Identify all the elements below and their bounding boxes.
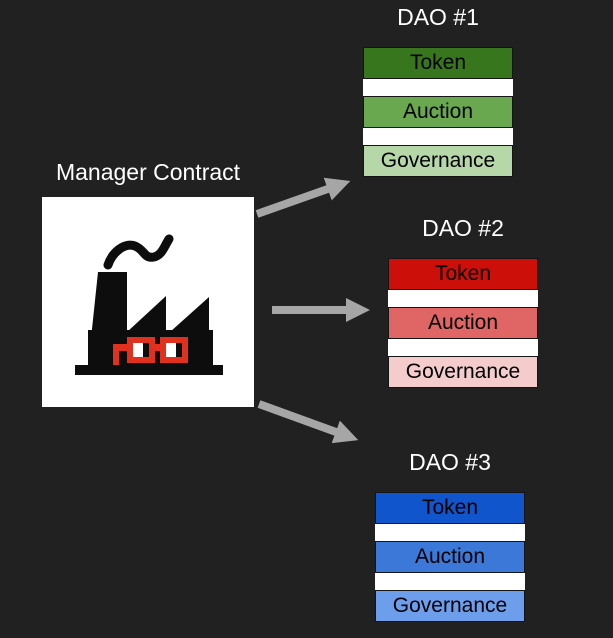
dao1-token-box: Token <box>363 47 513 79</box>
dao3-token-label: Token <box>421 496 479 519</box>
dao3-governance-box: Governance <box>375 590 525 622</box>
manager-contract-box <box>42 197 254 407</box>
factory-smoke <box>103 234 174 270</box>
dao2-auction-box: Auction <box>388 307 538 339</box>
dao1-auction-box: Auction <box>363 96 513 128</box>
dao3-auction-label: Auction <box>414 545 486 568</box>
dao2-token-box: Token <box>388 258 538 290</box>
dao2-title: DAO #2 <box>422 215 504 241</box>
dao2-token-label: Token <box>434 262 492 285</box>
dao2-stack: Token Auction Governance <box>388 258 538 388</box>
dao3-auction-box: Auction <box>375 541 525 573</box>
dao1-governance-box: Governance <box>363 145 513 177</box>
dao3-title: DAO #3 <box>409 449 491 475</box>
dao2-governance-box: Governance <box>388 356 538 388</box>
manager-contract-label: Manager Contract <box>55 159 241 185</box>
dao1-stack: Token Auction Governance <box>363 47 513 177</box>
noggles-lens-white <box>133 343 176 357</box>
noggles-glasses-icon <box>113 337 188 365</box>
dao3-token-box: Token <box>375 492 525 524</box>
dao1-governance-label: Governance <box>380 149 496 172</box>
factory-noggles-icon <box>75 234 223 375</box>
dao1-title: DAO #1 <box>397 4 479 30</box>
dao3-governance-label: Governance <box>392 594 508 617</box>
dao1-token-label: Token <box>409 51 467 74</box>
arrow-to-dao3 <box>257 400 359 444</box>
dao3-stack: Token Auction Governance <box>375 492 525 622</box>
noggles-lens-black <box>143 343 182 357</box>
dao1-auction-label: Auction <box>402 100 474 123</box>
dao2-auction-label: Auction <box>427 311 499 334</box>
arrow-to-dao1 <box>255 177 351 218</box>
dao2-governance-label: Governance <box>405 360 521 383</box>
